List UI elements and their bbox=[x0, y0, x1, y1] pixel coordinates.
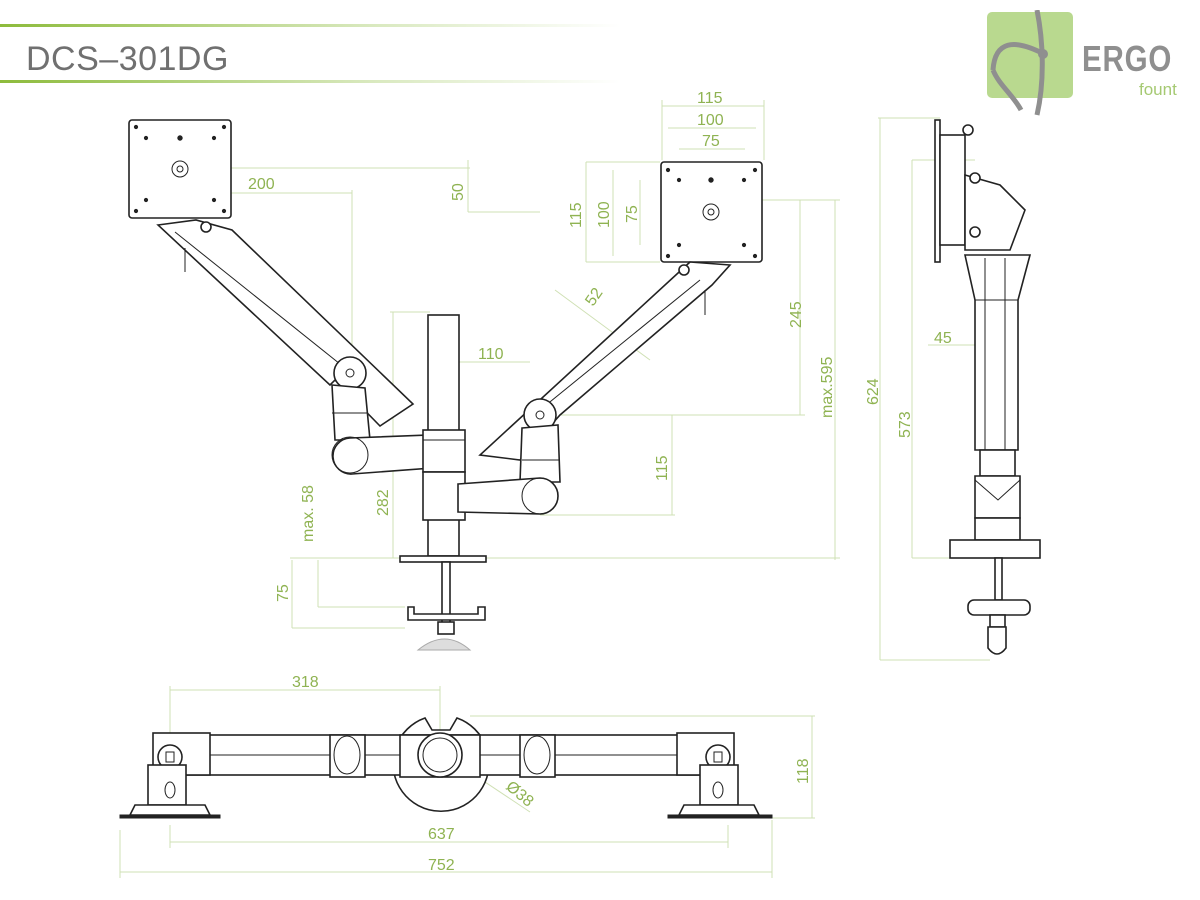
dim-75: 75 bbox=[275, 584, 292, 602]
dim-vesa-w-75: 75 bbox=[702, 133, 720, 150]
dim-752: 752 bbox=[428, 857, 455, 874]
logo-subtext: fount bbox=[1139, 80, 1177, 99]
side-view: 624 573 45 bbox=[865, 117, 1041, 661]
dim-118: 118 bbox=[795, 758, 812, 784]
dim-245: 245 bbox=[788, 301, 805, 328]
dim-200: 200 bbox=[248, 176, 275, 193]
header-rule-top bbox=[0, 24, 620, 27]
dim-624: 624 bbox=[865, 378, 882, 405]
dim-50: 50 bbox=[450, 183, 467, 201]
right-vesa-plate bbox=[660, 161, 763, 263]
dim-115: 115 bbox=[654, 455, 671, 481]
dim-282: 282 bbox=[375, 489, 392, 516]
dim-110: 110 bbox=[478, 346, 504, 363]
top-view: 318 118 Ø38 637 752 bbox=[119, 674, 815, 878]
logo-text: ERGO bbox=[1082, 38, 1173, 79]
dim-max-595: max.595 bbox=[819, 357, 836, 418]
dim-vesa-h-115: 115 bbox=[568, 202, 585, 228]
dim-vesa-w-100: 100 bbox=[697, 112, 724, 129]
dim-vesa-h-75: 75 bbox=[624, 205, 641, 223]
dim-318: 318 bbox=[292, 674, 319, 691]
dim-diameter-38: Ø38 bbox=[502, 778, 536, 811]
brand-logo: ERGO fount bbox=[985, 10, 1200, 116]
dim-vesa-h-100: 100 bbox=[596, 201, 613, 228]
dim-max-58: max. 58 bbox=[300, 485, 317, 542]
logo-swoosh-icon bbox=[990, 10, 1048, 116]
left-monitor-arm bbox=[128, 119, 433, 475]
right-monitor-arm bbox=[457, 161, 763, 515]
dim-vesa-w-115: 115 bbox=[697, 90, 723, 107]
page-title: DCS–301DG bbox=[26, 40, 229, 78]
header-rule-bottom bbox=[0, 80, 620, 83]
dim-573: 573 bbox=[897, 411, 914, 438]
dim-45: 45 bbox=[934, 330, 952, 347]
left-vesa-plate bbox=[128, 119, 232, 219]
dim-637: 637 bbox=[428, 826, 455, 843]
dim-52: 52 bbox=[582, 285, 606, 309]
